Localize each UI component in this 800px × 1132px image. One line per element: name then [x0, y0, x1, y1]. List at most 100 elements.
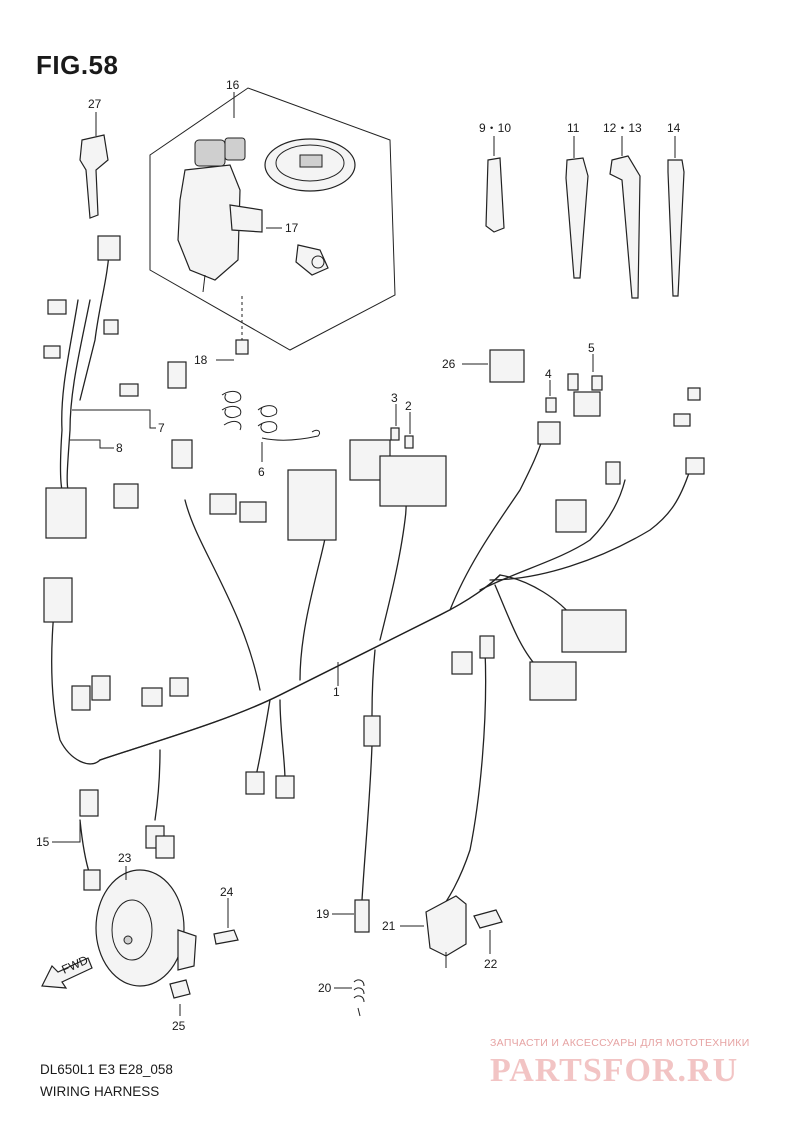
- switch-19-part: [354, 899, 370, 933]
- callout-18: 18: [194, 353, 208, 367]
- leader-lines: [52, 92, 676, 1016]
- callout-19: 19: [316, 907, 330, 921]
- ignition-lock-set-group: [79, 87, 396, 355]
- callout-16: 16: [226, 78, 240, 92]
- connector: [97, 235, 121, 261]
- connector: [103, 319, 119, 335]
- connector: [685, 457, 705, 475]
- connector: [451, 651, 473, 675]
- connector: [91, 675, 111, 701]
- callout-3: 3: [391, 391, 398, 405]
- blank-key-part: [79, 134, 109, 219]
- clamps-and-ties-group: [485, 155, 685, 299]
- connector: [555, 499, 587, 533]
- callout-1: 1: [333, 685, 340, 699]
- ignition-key-part: [194, 139, 226, 167]
- callout-17: 17: [285, 221, 299, 235]
- callout-8: 8: [116, 441, 123, 455]
- bolt-24-part: [213, 929, 239, 945]
- forward-arrow-icon: [41, 957, 93, 989]
- callout-11: 11: [567, 121, 580, 135]
- callout-6: 6: [258, 465, 265, 479]
- sensors-group: [353, 895, 503, 1017]
- callout-24: 24: [220, 885, 234, 899]
- fuse-4-part: [545, 397, 557, 413]
- connector: [275, 775, 295, 799]
- cable-tie-12-13-part: [609, 155, 641, 299]
- spring-clips-group: [221, 390, 321, 441]
- spring-part: [221, 390, 242, 431]
- connector: [141, 687, 163, 707]
- cable-tie-11-part: [565, 157, 589, 279]
- bolt-22-part: [473, 909, 503, 929]
- ignition-switch-part: [177, 164, 241, 281]
- connector: [169, 677, 189, 697]
- fuse-5-part: [591, 375, 603, 391]
- spring-clip-part: [257, 405, 321, 441]
- main-harness-group: [43, 235, 705, 911]
- callout-20: 20: [318, 981, 332, 995]
- ignition-kit-outline: [149, 87, 396, 351]
- connector: [209, 493, 237, 515]
- fuse-3-part: [390, 427, 400, 441]
- connector: [119, 383, 139, 397]
- callout-2: 2: [405, 399, 412, 413]
- connector: [605, 461, 621, 485]
- callout-15: 15: [36, 835, 50, 849]
- horn-bracket: [177, 929, 197, 971]
- connector: [43, 345, 61, 359]
- cable-tie-14-part: [667, 159, 685, 297]
- callout-21: 21: [382, 919, 396, 933]
- connector: [171, 439, 193, 469]
- connector: [47, 299, 67, 315]
- callout-25: 25: [172, 1019, 186, 1033]
- connector: [155, 835, 175, 859]
- nut-25-part: [169, 979, 191, 999]
- callout-22: 22: [484, 957, 498, 971]
- fuse-part: [567, 373, 579, 391]
- callout-12-13: 12・13: [603, 121, 642, 135]
- fuse-2-part: [404, 435, 414, 449]
- callout-26: 26: [442, 357, 456, 371]
- connector: [167, 361, 187, 389]
- spring-20-part: [353, 979, 365, 1017]
- callout-23: 23: [118, 851, 132, 865]
- ecu-connector-2-part: [529, 661, 577, 701]
- connector: [363, 715, 381, 747]
- connector: [573, 391, 601, 417]
- ecu-connector-part: [561, 609, 627, 653]
- connector: [83, 869, 101, 891]
- callout-27: 27: [88, 97, 102, 111]
- model-code: DL650L1 E3 E28_058: [40, 1062, 173, 1077]
- connector: [43, 577, 73, 623]
- ignition-switch-bracket: [229, 204, 263, 233]
- callout-4: 4: [545, 367, 552, 381]
- connector: [113, 483, 139, 509]
- connector: [245, 771, 265, 795]
- connector: [479, 635, 495, 659]
- connector: [71, 685, 91, 711]
- fuse-block-part: [379, 455, 447, 507]
- figure-caption: WIRING HARNESS: [40, 1084, 160, 1099]
- callout-5: 5: [588, 341, 595, 355]
- fuse-box-part: [287, 469, 337, 541]
- sensor-21-part: [425, 895, 467, 957]
- callout-labels: 27 16 17 18 9・10 11 12・13 14 7 8 6 26 5 …: [36, 78, 681, 1033]
- watermark-brand: PARTSFOR.RU: [490, 1052, 739, 1089]
- screw-part: [235, 339, 249, 355]
- callout-7: 7: [158, 421, 165, 435]
- connector: [537, 421, 561, 445]
- connector: [79, 789, 99, 817]
- connector: [239, 501, 267, 523]
- clamp-9-10-part: [485, 157, 505, 233]
- watermark-tagline: ЗАПЧАСТИ И АКСЕССУАРЫ ДЛЯ МОТОТЕХНИКИ: [490, 1037, 750, 1049]
- turn-relay-part: [489, 349, 525, 383]
- horn-group: [95, 869, 239, 999]
- connector: [687, 387, 701, 401]
- connector: [673, 413, 691, 427]
- fuel-cap-lock: [299, 154, 323, 168]
- horn-part: [95, 869, 185, 987]
- ignition-key-2-part: [224, 137, 246, 161]
